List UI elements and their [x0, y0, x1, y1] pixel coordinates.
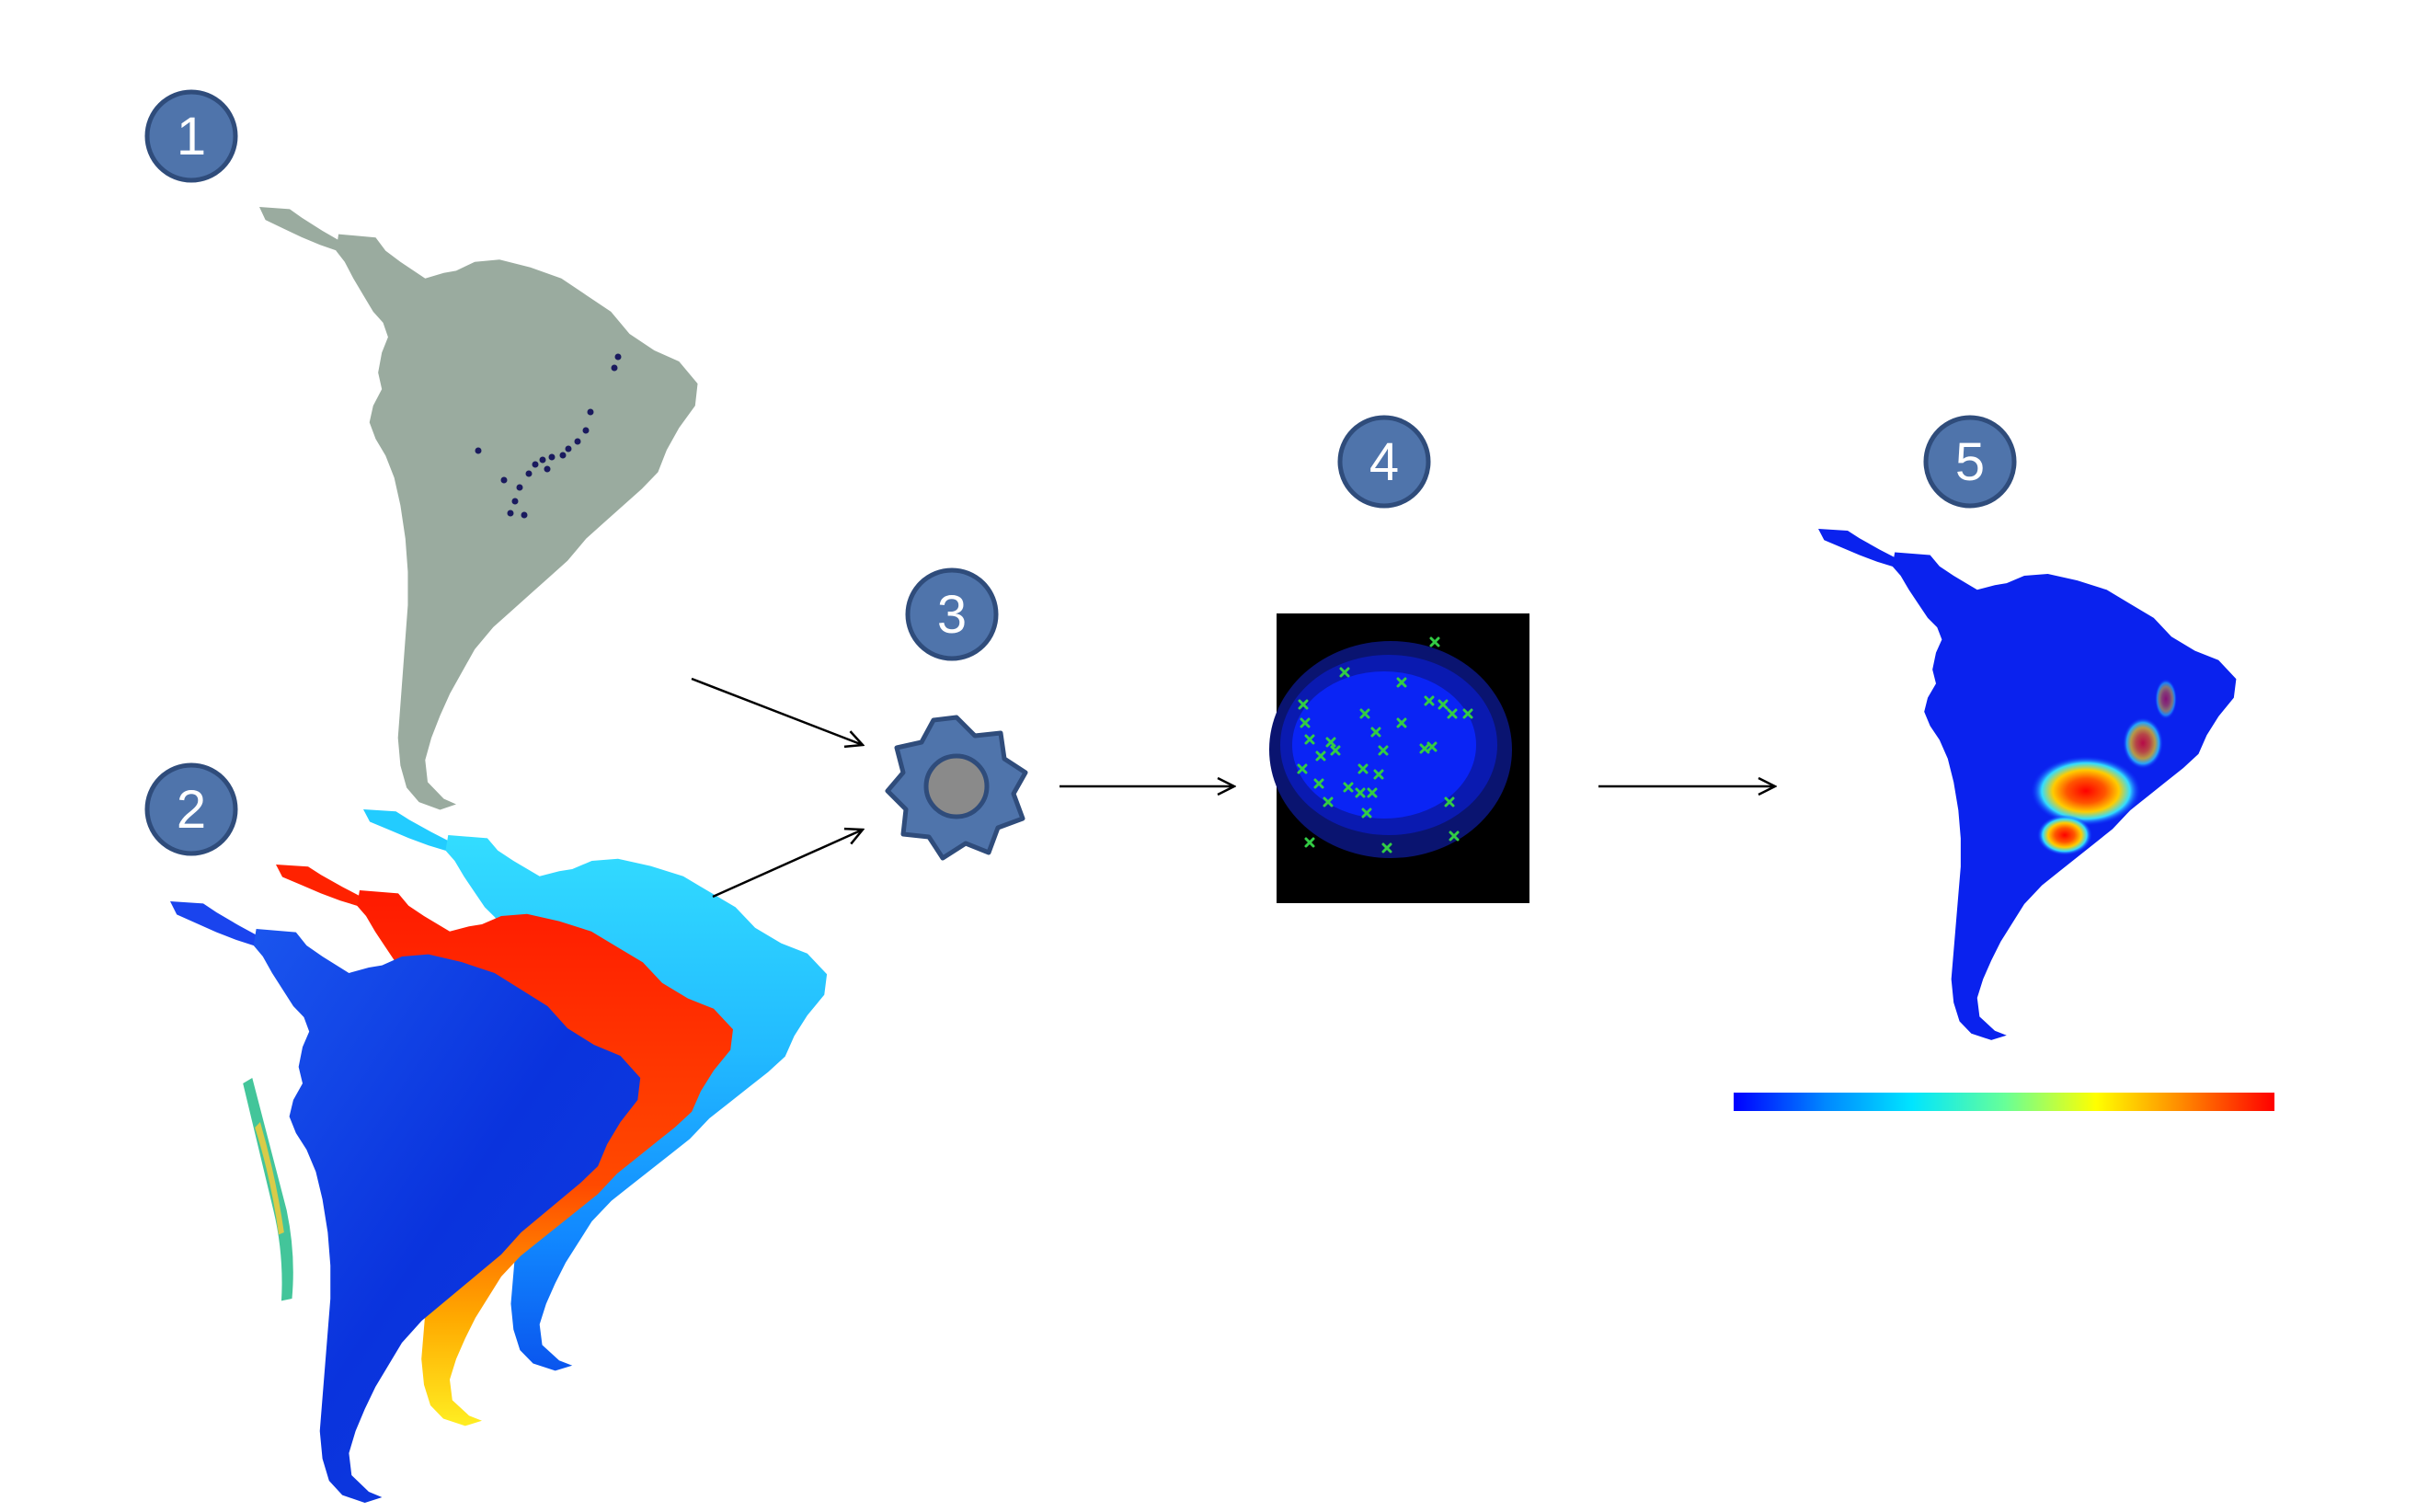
badge-number: 3 [937, 585, 967, 645]
model-envelope-inner [1292, 671, 1476, 819]
central-america [1818, 529, 1904, 568]
badge-circle [1923, 415, 2017, 509]
badge-number: 2 [177, 780, 206, 840]
step-3-badge: 3 [905, 567, 999, 661]
step-5-badge: 5 [1923, 415, 2017, 509]
layer-cyan [363, 809, 828, 1371]
gear-center [923, 753, 990, 819]
suitability-hotspot [2037, 815, 2092, 855]
suitability-map [1818, 529, 2237, 1040]
environmental-layers [170, 809, 828, 1503]
badge-circle [1337, 415, 1431, 509]
badge-number: 5 [1955, 432, 1985, 492]
model-panel [1269, 613, 1529, 903]
occurrence-points [475, 353, 622, 519]
suitability-hotspot [2155, 679, 2177, 719]
suitability-hotspot [2031, 756, 2141, 826]
step-4-badge: 4 [1337, 415, 1431, 509]
central-america [259, 207, 348, 253]
gear-icon [885, 715, 1028, 861]
badge-number: 4 [1369, 432, 1399, 492]
badge-circle [905, 567, 999, 661]
step-2-badge: 2 [144, 762, 238, 856]
step-1-badge: 1 [144, 89, 238, 183]
model-points [1297, 636, 1473, 853]
arrow-right-icon [691, 677, 863, 745]
continent-shape [336, 234, 698, 810]
layer-blue [170, 901, 641, 1503]
badge-circle [144, 762, 238, 856]
badge-circle [144, 89, 238, 183]
badge-number: 1 [177, 107, 206, 166]
suitability-colorbar [1734, 1093, 2274, 1111]
arrow-right-icon [712, 830, 863, 899]
suitability-hotspot [2123, 717, 2163, 769]
occurrence-map [259, 207, 698, 810]
layer-red [276, 865, 733, 1426]
